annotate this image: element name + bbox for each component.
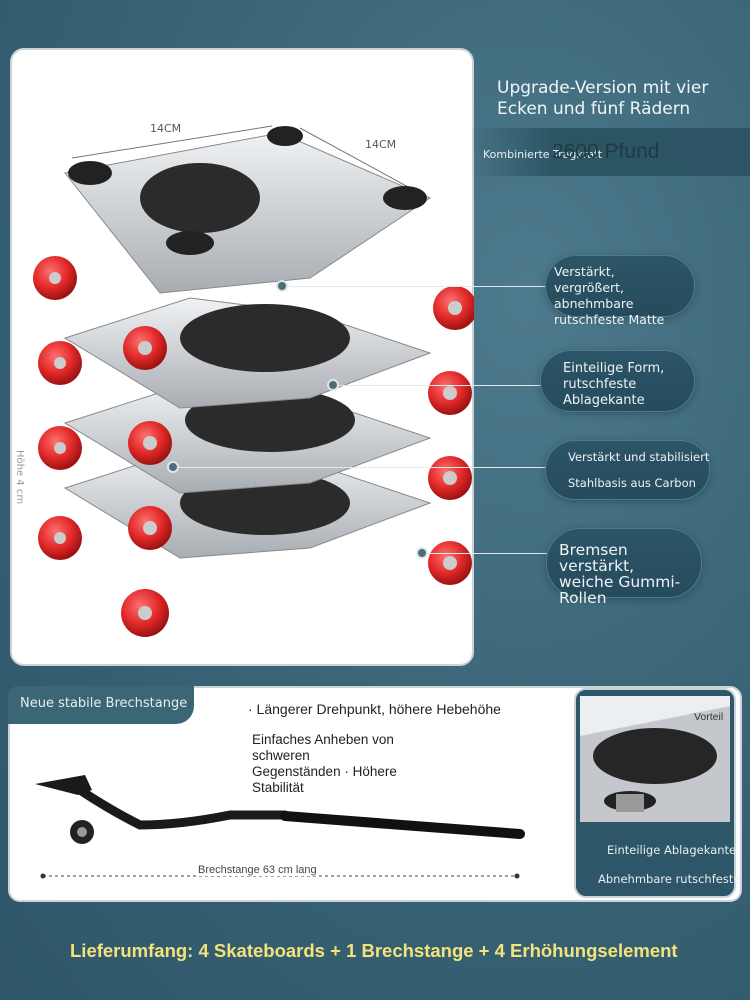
feature-text-carbon-1: Verstärkt und stabilisiert [568, 450, 710, 464]
capacity-label: Kombinierte Tragkraft [483, 148, 603, 161]
stacked-dollies-illustration [33, 125, 474, 637]
inset-label-1: Einteilige Ablagekante [607, 843, 737, 857]
callout-dot-3 [167, 461, 179, 473]
feature-callout-form: Einteilige Form, rutschfeste Ablagekante [540, 350, 695, 412]
crowbar-illustration [35, 775, 525, 844]
callout-leader-3 [173, 467, 546, 468]
callout-dot-2 [327, 379, 339, 391]
callout-dot-4 [416, 547, 428, 559]
callout-leader-2 [333, 385, 541, 386]
advantage-badge: Vorteil [694, 711, 724, 723]
callout-dot-1 [276, 280, 288, 292]
feature-text-mat: Verstärkt, vergrößert, abnehmbare rutsch… [554, 264, 665, 327]
crowbar-length-label: Brechstange 63 cm lang [196, 864, 319, 876]
feature-callout-brakes: Bremsen verstärkt, weiche Gummi-Rollen [546, 528, 702, 606]
inset-label-2: Abnehmbare rutschfeste M [598, 872, 742, 886]
height-dimension-label: Höhe 4 cm [14, 450, 25, 505]
inset-photo [580, 696, 730, 822]
feature-text-brakes: Bremsen verstärkt, weiche Gummi-Rollen [559, 541, 681, 607]
width-dimension-label: 14CM [150, 122, 182, 135]
crowbar-tag: Neue stabile Brechstange [8, 686, 194, 724]
dolly-tier-1 [33, 126, 474, 370]
capacity-value: 2600 Pfund [552, 140, 660, 163]
package-contents: Lieferumfang: 4 Skateboards + 1 Brechsta… [70, 940, 678, 961]
length-measure-line [40, 873, 520, 879]
capacity-banner [470, 128, 750, 176]
feature-callout-mat: Verstärkt, vergrößert, abnehmbare rutsch… [545, 255, 695, 327]
feature-text-form: Einteilige Form, rutschfeste Ablagekante [563, 361, 665, 408]
callout-leader-1 [282, 286, 552, 287]
product-title: Upgrade-Version mit vier Ecken und fünf … [497, 78, 709, 119]
crowbar-point-1: · Längerer Drehpunkt, höhere Hebehöhe [248, 701, 501, 717]
depth-dimension-label: 14CM [365, 138, 397, 151]
crowbar-point-2: Einfaches Anheben von schweren Gegenstän… [252, 732, 397, 795]
feature-callout-carbon: Verstärkt und stabilisiert Stahlbasis au… [545, 440, 710, 500]
feature-text-carbon-2: Stahlbasis aus Carbon [568, 476, 696, 490]
callout-leader-4 [422, 553, 547, 554]
dolly-tier-2 [38, 297, 472, 465]
